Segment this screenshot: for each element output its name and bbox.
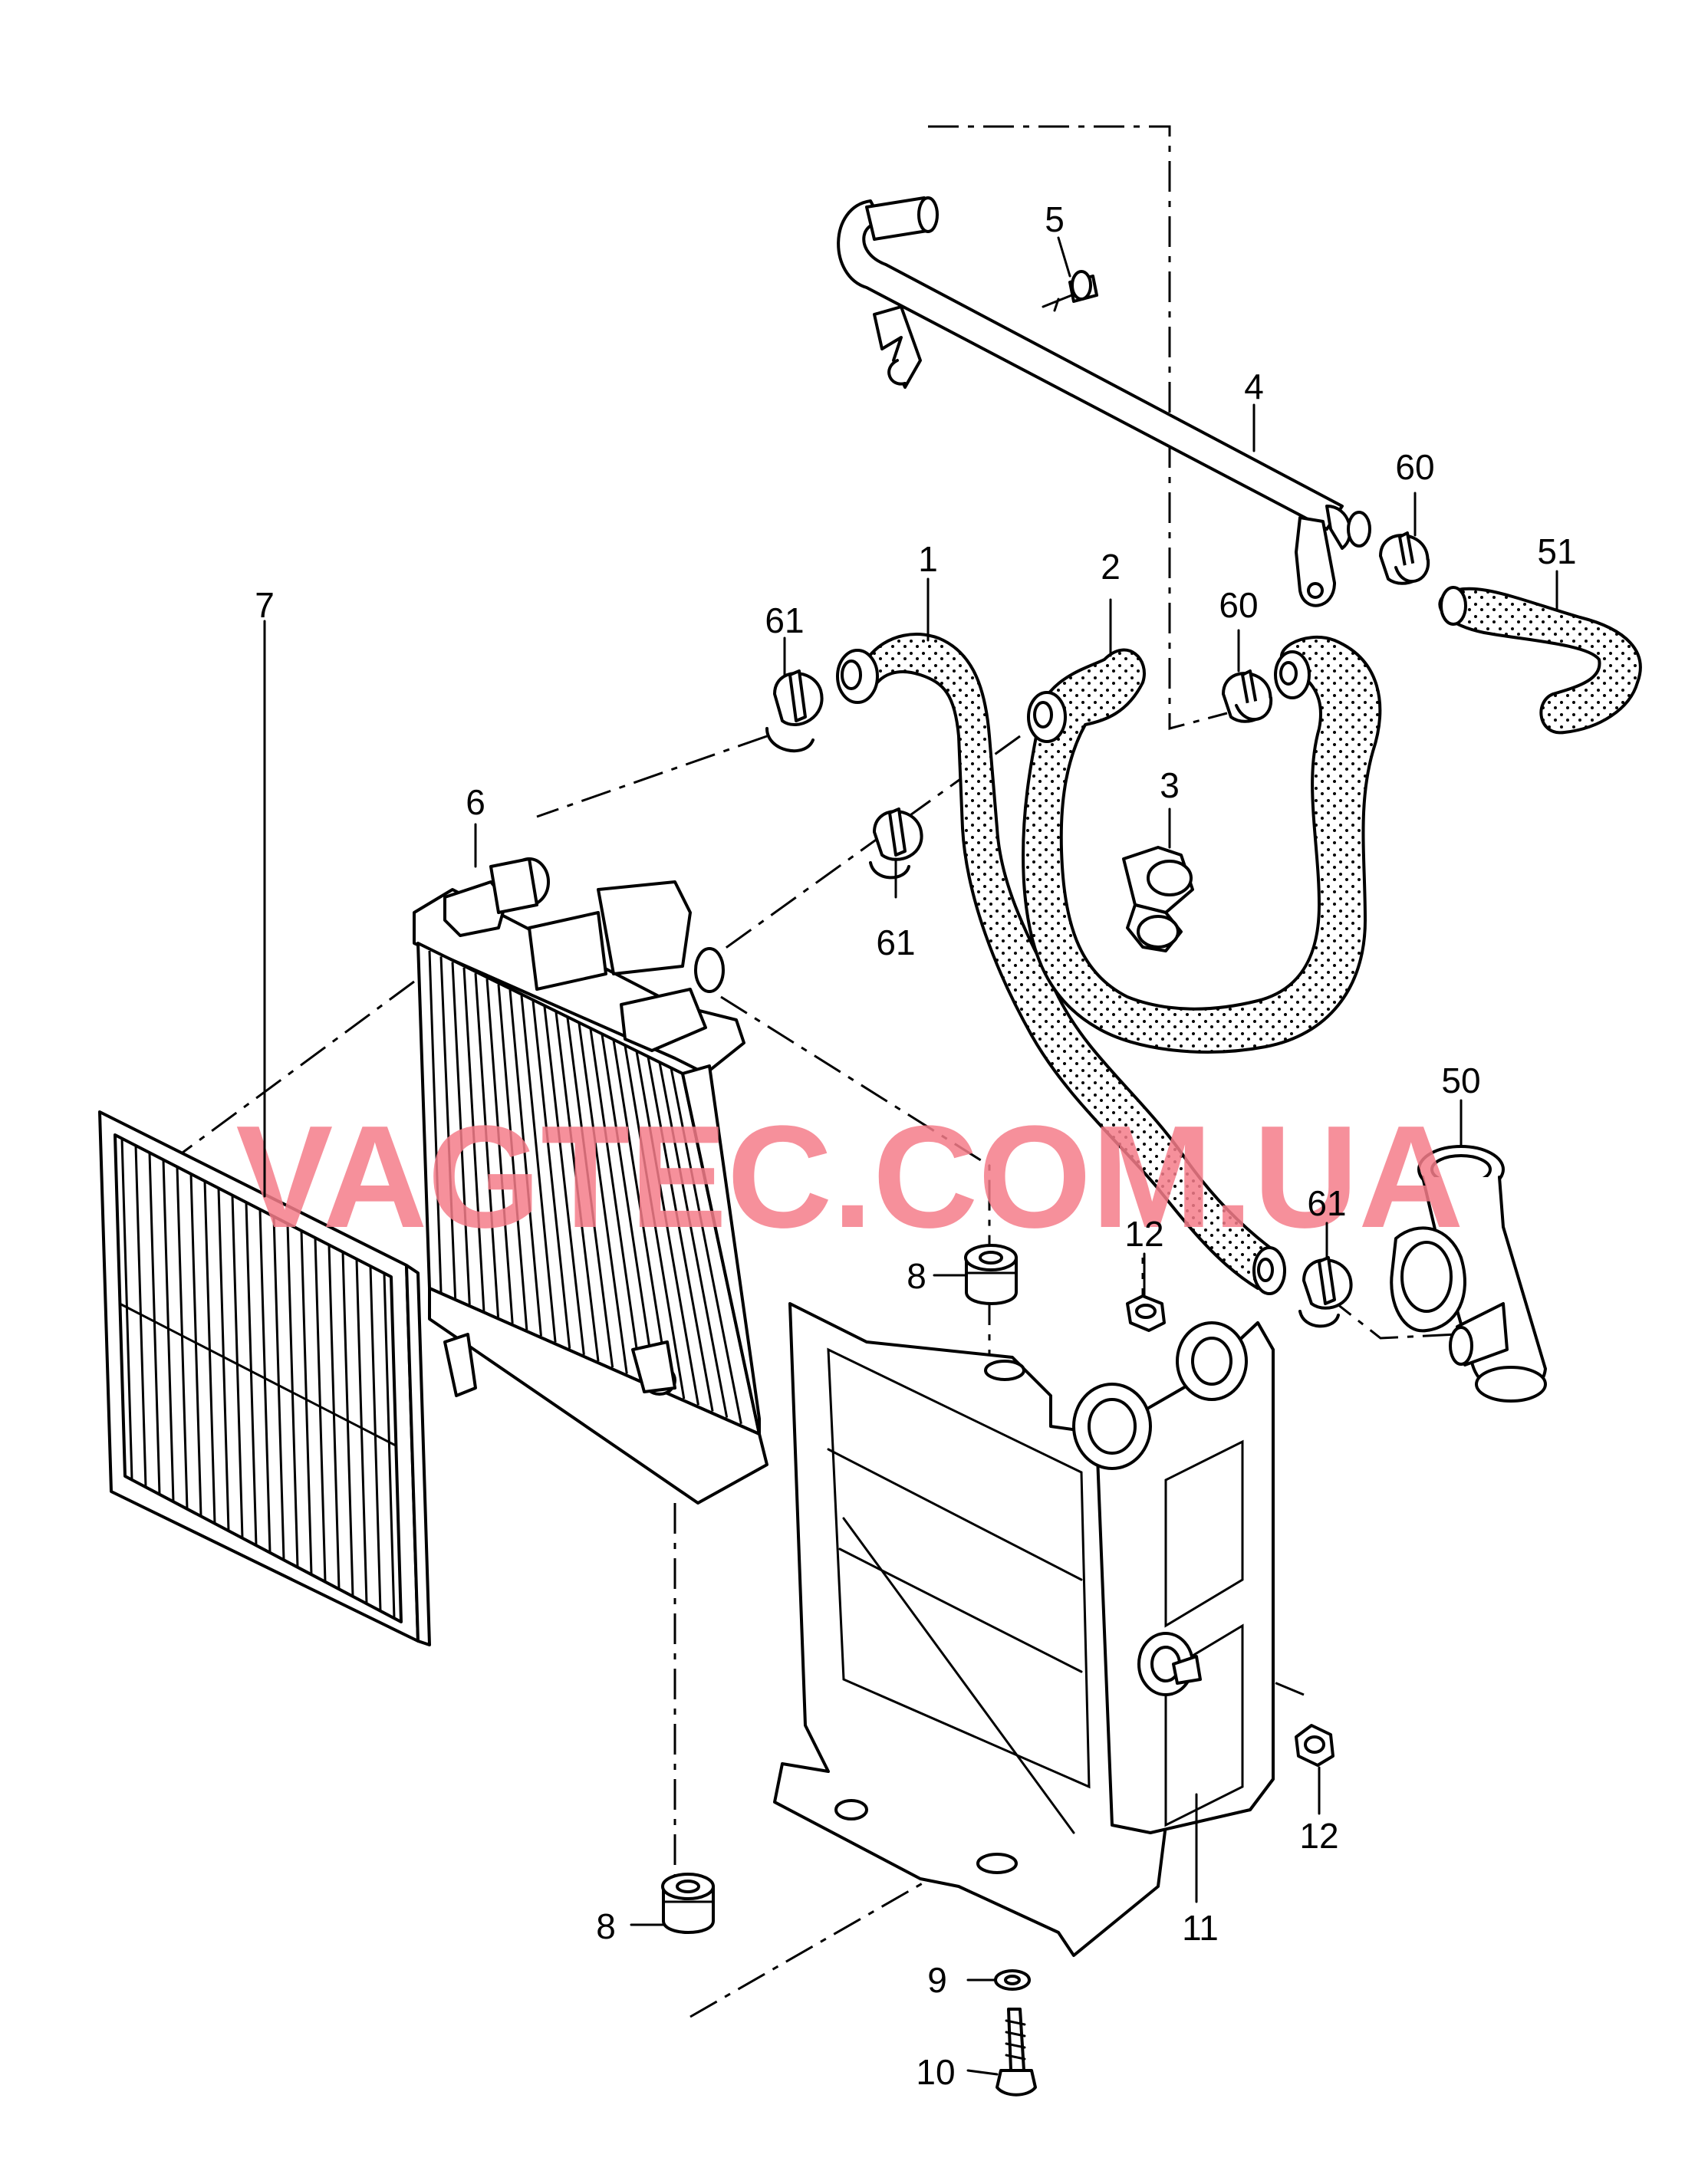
washer-9 (994, 1969, 1031, 1991)
callout-61-right: 61 (1307, 1183, 1346, 1223)
radiator-fin (497, 984, 528, 1330)
radiator-fin (589, 1028, 643, 1380)
callout-51: 51 (1537, 531, 1576, 571)
callout-61-middle: 61 (876, 923, 915, 962)
radiator-fin (543, 1006, 585, 1355)
hose-1 (836, 633, 1286, 1295)
grille-slat (355, 1258, 368, 1605)
radiator-fin (635, 1051, 699, 1406)
coolant-pipe-4 (837, 196, 1371, 607)
grille-slat (272, 1215, 285, 1561)
radiator-fin (462, 967, 485, 1311)
callout-61-upper: 61 (765, 600, 804, 640)
radiator-fin (578, 1023, 628, 1374)
grille-slat (134, 1144, 147, 1488)
grille-slat (176, 1166, 189, 1511)
radiator-fin (601, 1034, 657, 1386)
hose-2 (1022, 635, 1382, 1054)
radiator-fin (451, 962, 471, 1305)
radiator-fin (474, 972, 500, 1317)
callout-6: 6 (466, 782, 485, 822)
radiator-fin (531, 1001, 571, 1349)
callout-2: 2 (1101, 547, 1121, 587)
hose-clip-61-b (869, 807, 923, 880)
radiator-fin (612, 1040, 671, 1393)
hose-clip-60-lower (1222, 669, 1273, 723)
radiator-fin (485, 978, 514, 1324)
callout-8-upper: 8 (907, 1256, 926, 1296)
nut-12-upper (1126, 1294, 1166, 1332)
callout-11: 11 (1182, 1908, 1219, 1948)
grille-slat (369, 1265, 382, 1613)
leader-lines (263, 236, 1558, 2076)
grille-slat (120, 1137, 133, 1482)
callout-5: 5 (1045, 199, 1065, 239)
radiator-fin (439, 956, 457, 1299)
grille-slat (245, 1201, 258, 1547)
hose-clip-61-a (765, 669, 824, 753)
protective-grille-7 (98, 1110, 431, 1646)
hose-clip-60-upper (1379, 531, 1430, 585)
callout-12-lower: 12 (1299, 1816, 1338, 1856)
screw-5 (1042, 270, 1098, 312)
grille-slat (203, 1179, 216, 1525)
rubber-mount-8-lower (661, 1873, 715, 1934)
grille-slat (327, 1243, 341, 1590)
callout-9: 9 (927, 1960, 947, 2000)
rubber-mount-8-upper (964, 1244, 1018, 1305)
hose-clip-3 (1122, 846, 1194, 952)
grille-slat (383, 1271, 396, 1620)
grille-slat (258, 1208, 272, 1554)
radiator-fin (624, 1045, 686, 1399)
callout-60-upper: 60 (1395, 447, 1434, 487)
radiator-fin (555, 1011, 600, 1362)
radiator-fin (428, 950, 443, 1293)
callout-10: 10 (916, 2052, 955, 2092)
radiator-fin (647, 1056, 714, 1412)
grille-slat (286, 1222, 299, 1569)
callout-3: 3 (1160, 765, 1180, 805)
radiator-fin (566, 1018, 614, 1368)
grille-slat (231, 1194, 244, 1540)
hose-51 (1438, 586, 1642, 735)
grille-slat (148, 1151, 161, 1496)
callout-50: 50 (1441, 1061, 1480, 1100)
radiator-fin (520, 995, 557, 1343)
watermark: VAGTEC.COM.UA (236, 1096, 1464, 1258)
grille-slat (300, 1229, 313, 1576)
callout-12-upper: 12 (1124, 1214, 1163, 1254)
hose-clip-61-c (1298, 1256, 1353, 1328)
grille-slat (162, 1158, 175, 1503)
callout-8-lower: 8 (596, 1906, 616, 1946)
radiator-fin (670, 1067, 742, 1425)
grille-slat (217, 1186, 230, 1532)
radiator-fin (658, 1062, 729, 1418)
coolant-connector-50 (1390, 1145, 1547, 1403)
callout-labels: 1 2 3 4 5 6 7 8 8 9 10 11 12 12 50 51 60… (255, 199, 1576, 2092)
grille-slat (189, 1173, 202, 1518)
grille-slat (341, 1251, 354, 1598)
radiator-6 (413, 857, 768, 1505)
callout-7: 7 (255, 585, 275, 625)
grille-slat (314, 1236, 327, 1584)
screw-10 (996, 2008, 1037, 2097)
callout-1: 1 (918, 539, 938, 579)
radiator-bracket-11 (773, 1302, 1275, 1957)
nut-12-lower (1172, 1655, 1334, 1767)
callout-60-lower: 60 (1219, 585, 1258, 625)
radiator-fin (508, 989, 542, 1337)
callout-4: 4 (1244, 367, 1264, 406)
